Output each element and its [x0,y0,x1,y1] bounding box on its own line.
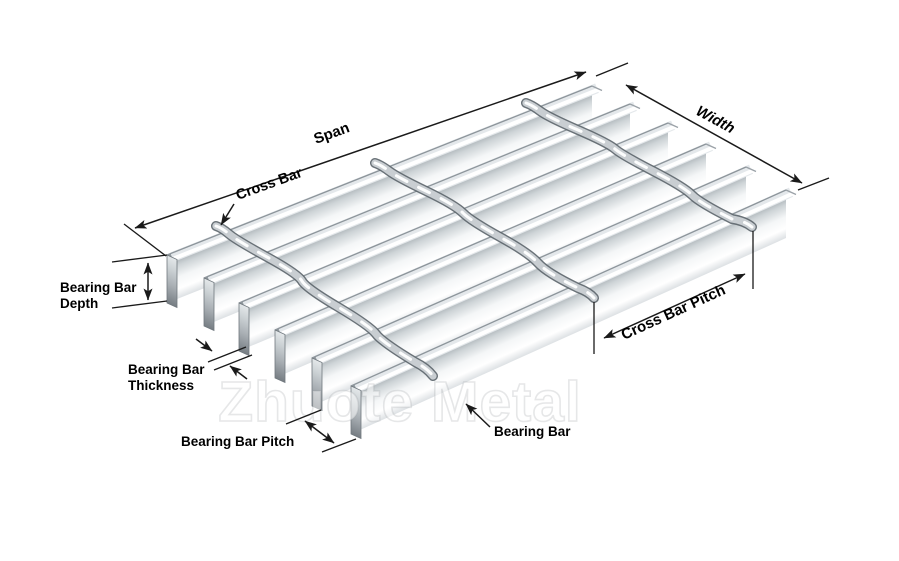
bearing-bar-side-face [275,144,706,378]
width-dimension-line [625,84,803,184]
width-label: Width [693,103,738,138]
bearing-bar-pitch-tick-right [321,438,357,453]
cross-bar-pitch-arrow [603,273,746,339]
bearing-bar-side-face [312,167,746,406]
bearing-bar-pitch-tick-left [285,409,322,425]
bearing-bar-pointer-arrow [465,403,491,428]
bearing-bar-pitch-arrow [304,420,335,444]
bearing-bar-front-face [166,254,178,309]
bearing-bar-front-face [350,385,362,440]
span-dimension-line [134,71,587,229]
cross-bar-1 [211,221,438,381]
bearing-bar-front-face [311,357,323,412]
bearing-bar-front-face [203,277,215,332]
bearing-bar-pitch-label: Bearing Bar Pitch [181,434,294,449]
cross-bar-pointer-arrow [220,203,235,226]
thickness-arrow-lower [229,365,248,380]
dimension-lines [111,62,830,453]
watermark-text: Zhuote Metal [218,370,582,434]
span-extension-tick-right [595,62,629,77]
bearing-bar-front-face [274,329,286,384]
bearing-bar-thickness-label-line2: Thickness [128,378,194,393]
bearing-bar-end-edge [591,85,603,92]
bearing-bar-depth-label-line2: Depth [60,296,98,311]
bearing-bar-end-edge [785,189,797,196]
thickness-arrow-upper [195,338,213,352]
bearing-bar-side-face [351,190,786,434]
bearing-bar-depth-label-line1: Bearing Bar [60,280,137,295]
width-extension-tick-right [797,177,830,191]
cross-bar-label: Cross Bar [234,165,305,204]
bearing-bar-label: Bearing Bar [494,424,571,439]
bearing-bar-top-edge [311,166,747,359]
depth-tick-top [111,254,168,263]
bearing-bar-thickness-label-line1: Bearing Bar [128,362,205,377]
span-extension-tick-left [123,223,167,257]
thickness-tick-2 [213,354,253,371]
span-label: Span [312,119,352,148]
thickness-tick-1 [207,346,247,363]
depth-tick-bottom [111,300,168,309]
bearing-bar-front-face [238,302,250,357]
